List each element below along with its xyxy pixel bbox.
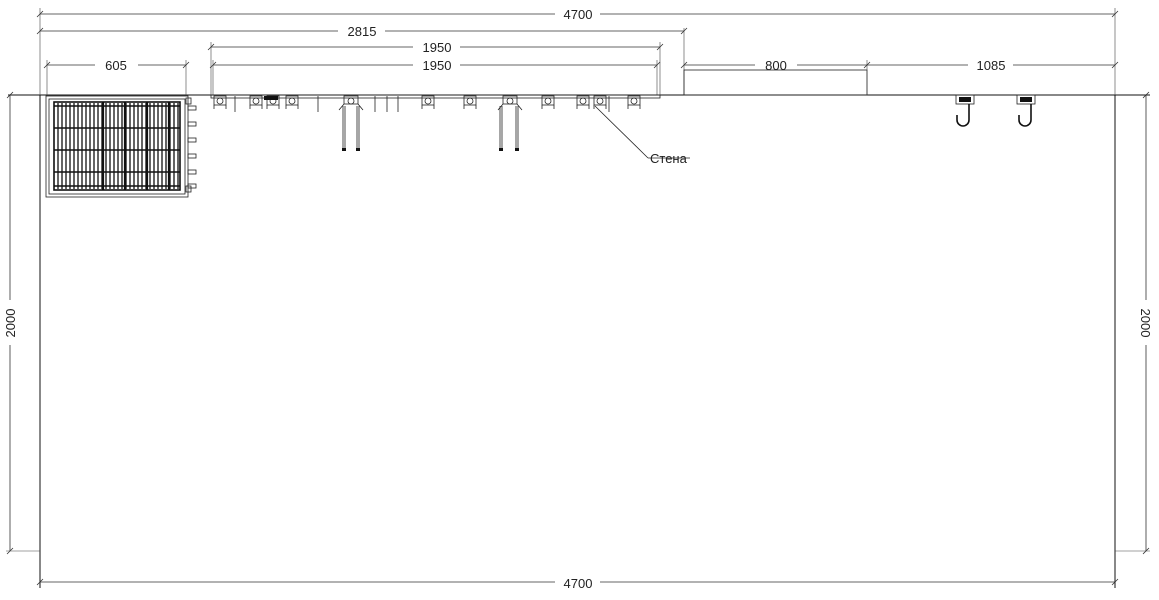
dimension-height-left: 2000 (3, 91, 40, 555)
dimension-rail-inner: 1950 (209, 58, 661, 95)
dim-label-4700-top: 4700 (564, 7, 593, 22)
dim-label-1085: 1085 (977, 58, 1006, 73)
dim-label-2000-left: 2000 (3, 309, 18, 338)
dimension-rail-outer: 1950 (207, 40, 664, 95)
dim-label-800: 800 (765, 58, 787, 73)
dim-label-605: 605 (105, 58, 127, 73)
dimension-height-right: 2000 (1115, 91, 1153, 555)
dimension-2815: 2815 (36, 24, 688, 95)
wall-annotation: Стена (594, 105, 690, 166)
wire-basket (45, 95, 197, 198)
utensil-hanger-left (338, 95, 364, 151)
dimension-basket: 605 (43, 58, 190, 95)
accessory-rail (210, 94, 661, 151)
dim-label-2815: 2815 (348, 24, 377, 39)
dim-label-1950-outer: 1950 (423, 40, 452, 55)
dimension-800-1085: 800 1085 (680, 58, 1119, 96)
wall-hook-1 (955, 94, 975, 127)
dimension-total-top: 4700 (36, 7, 1119, 22)
dim-label-2000-right: 2000 (1138, 309, 1153, 338)
dim-label-4700-bottom: 4700 (564, 576, 593, 591)
utensil-hanger-right (497, 95, 523, 151)
dimension-total-bottom: 4700 (36, 576, 1119, 591)
wall-label: Стена (650, 151, 688, 166)
wall-hook-2 (1016, 94, 1036, 127)
dim-label-1950-inner: 1950 (423, 58, 452, 73)
